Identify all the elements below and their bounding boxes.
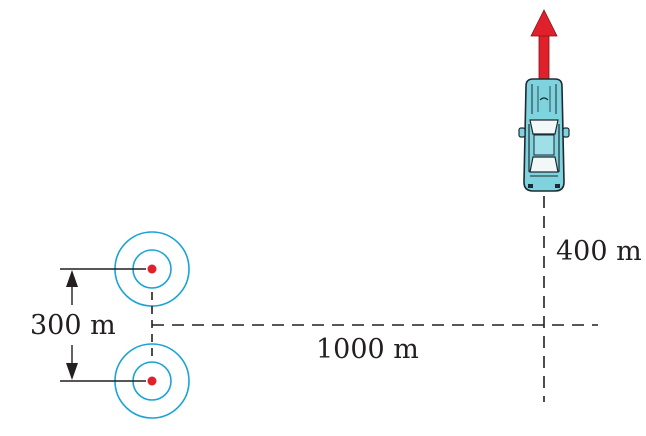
car-icon bbox=[518, 78, 570, 192]
separation-dimension bbox=[60, 268, 146, 382]
arrow-down-icon bbox=[66, 363, 78, 380]
horizontal-distance-label: 1000 m bbox=[316, 334, 419, 365]
velocity-arrow-icon bbox=[530, 9, 558, 87]
car-distance-label: 400 m bbox=[556, 236, 642, 267]
separation-label: 300 m bbox=[30, 310, 116, 341]
arrow-up-icon bbox=[66, 270, 78, 287]
